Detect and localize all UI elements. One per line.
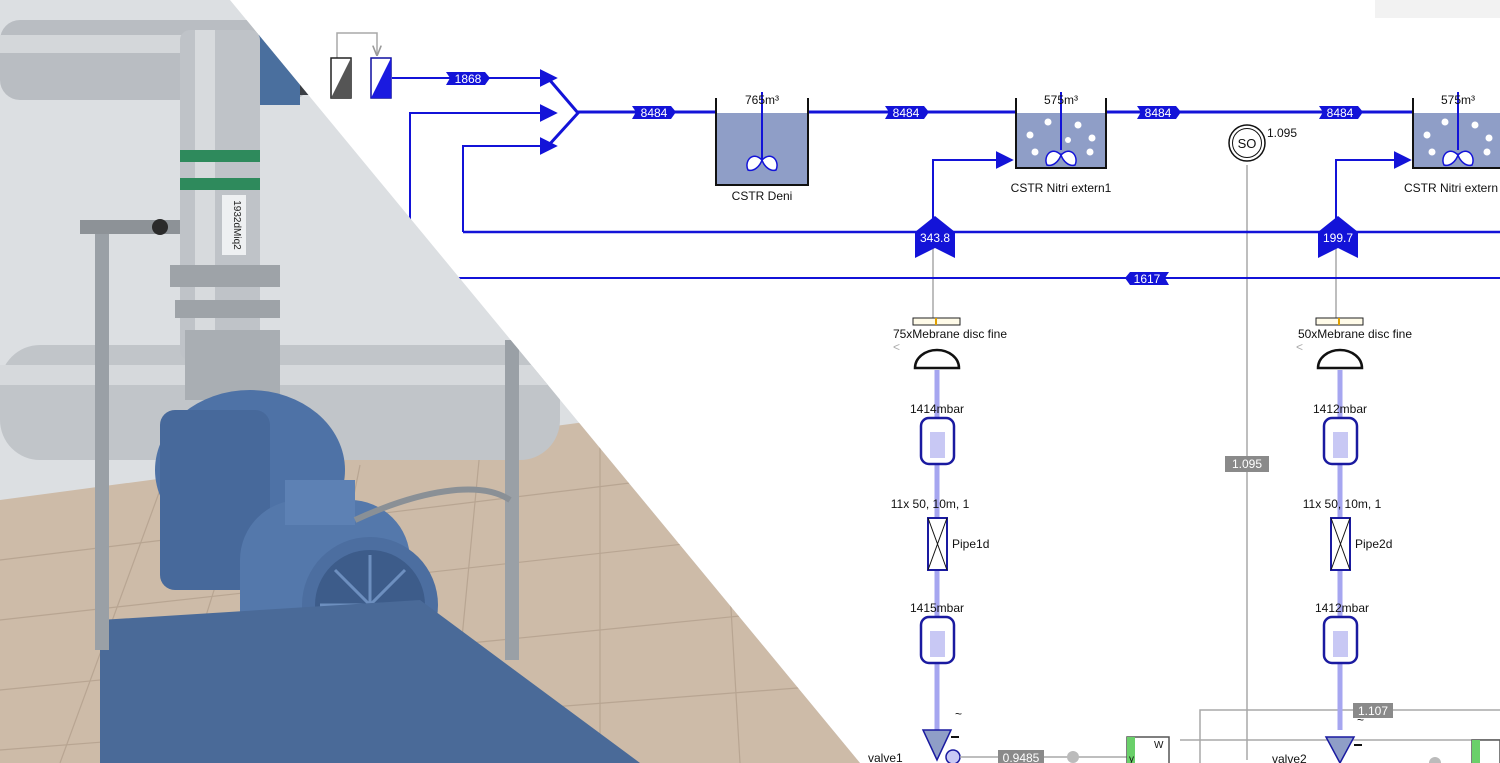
return-arrow-2: <	[1296, 340, 1303, 354]
svg-text:W: W	[1154, 740, 1164, 751]
svg-text:8484: 8484	[641, 106, 668, 120]
aeration-line-1: 75xMebrane disc fine < 1414mbar 11x 50, …	[868, 317, 1007, 763]
svg-text:8484: 8484	[1327, 106, 1354, 120]
tank-cstr-nitri-extern1[interactable]: 575m³ CSTR Nitri extern1	[1011, 92, 1112, 195]
pressure-node-2-bottom[interactable]	[1322, 615, 1359, 665]
svg-text:1.107: 1.107	[1358, 704, 1388, 718]
svg-text:y: y	[1129, 754, 1134, 763]
svg-text:1414mbar: 1414mbar	[910, 402, 964, 416]
flow-tag-recycle[interactable]: 1617	[1125, 272, 1169, 286]
svg-text:Pipe1d: Pipe1d	[952, 537, 989, 551]
diffuser-dome-1[interactable]	[913, 348, 961, 370]
svg-text:1.095: 1.095	[1232, 457, 1262, 471]
signal-readout-1-bg	[998, 750, 1044, 763]
valve-1[interactable]: ~	[921, 707, 962, 763]
svg-text:343.8: 343.8	[920, 231, 950, 245]
dosing-unit-1[interactable]	[330, 57, 352, 99]
diffuser-dome-2[interactable]	[1316, 348, 1364, 370]
air-flow-tag-1[interactable]: 343.8	[915, 216, 955, 258]
svg-text:CSTR Deni: CSTR Deni	[732, 189, 793, 203]
air-flow-tag-2[interactable]: 199.7	[1318, 216, 1358, 258]
controller-1[interactable]: W y	[1126, 736, 1170, 763]
diffuser-label-1: 75xMebrane disc fine	[893, 327, 1007, 341]
svg-text:CSTR Nitri extern1: CSTR Nitri extern1	[1011, 181, 1112, 195]
pipe-2d[interactable]	[1330, 517, 1351, 571]
svg-text:1412mbar: 1412mbar	[1315, 601, 1369, 615]
air-lines	[934, 370, 1343, 730]
pressure-node-2-top[interactable]	[1322, 416, 1359, 466]
flow-tag-main-4[interactable]: 8484	[1319, 106, 1363, 120]
pressure-node-1-top[interactable]	[919, 416, 956, 466]
svg-text:1617: 1617	[1134, 272, 1161, 286]
svg-text:valve1: valve1	[868, 751, 903, 763]
svg-text:1415mbar: 1415mbar	[910, 601, 964, 615]
so-sensor[interactable]: SO 1.095	[1228, 124, 1297, 162]
svg-text:8484: 8484	[1145, 106, 1172, 120]
svg-text:11x 50, 10m, 1: 11x 50, 10m, 1	[1303, 497, 1382, 511]
svg-text:575m³: 575m³	[1044, 93, 1078, 107]
pipe-label: 1932dMiq2	[231, 200, 242, 250]
tank-cstr-deni[interactable]: 765m³ CSTR Deni	[715, 92, 809, 203]
svg-text:CSTR Nitri extern: CSTR Nitri extern	[1404, 181, 1498, 195]
svg-text:575m³: 575m³	[1441, 93, 1475, 107]
tank-cstr-nitri-extern[interactable]: 575m³ CSTR Nitri extern	[1404, 92, 1500, 195]
svg-text:765m³: 765m³	[745, 93, 779, 107]
svg-text:8484: 8484	[893, 106, 920, 120]
valve-1-symbol: ~	[955, 707, 962, 721]
corner-panel	[1375, 0, 1500, 18]
signal-node-1[interactable]	[1067, 751, 1079, 763]
valve-2[interactable]: ~	[1324, 713, 1364, 763]
flow-tag-main-3[interactable]: 8484	[1137, 106, 1181, 120]
diffuser-label-2: 50xMebrane disc fine	[1298, 327, 1412, 341]
svg-text:1412mbar: 1412mbar	[1313, 402, 1367, 416]
flow-tag-main-1[interactable]: 8484	[632, 106, 676, 120]
svg-text:199.7: 199.7	[1323, 231, 1353, 245]
svg-text:Pipe2d: Pipe2d	[1355, 537, 1392, 551]
flowsheet: 1868 8484 8484 8484 8484 1617 343.8	[330, 32, 1500, 763]
svg-text:1868: 1868	[455, 72, 482, 86]
signal-readout-2: 1.107	[1353, 703, 1393, 718]
signal-readout-1: 0.9485	[1003, 751, 1040, 763]
aeration-line-2: 50xMebrane disc fine < 1412mbar 11x 50, …	[1272, 317, 1412, 763]
pressure-node-1-bottom[interactable]	[919, 615, 956, 665]
return-arrow-1: <	[893, 340, 900, 354]
so-readout: 1.095	[1225, 456, 1269, 472]
svg-text:1.095: 1.095	[1267, 126, 1297, 140]
controller-row: 0.9485 W y	[960, 736, 1500, 763]
signal-node-2[interactable]	[1429, 757, 1441, 763]
flow-tag-inflow[interactable]: 1868	[446, 72, 490, 86]
dosing-unit-2[interactable]	[370, 57, 392, 99]
svg-text:SO: SO	[1238, 136, 1257, 151]
valve-2-symbol: ~	[1357, 713, 1364, 727]
pipe-1d[interactable]	[927, 517, 948, 571]
svg-text:11x 50, 10m, 1: 11x 50, 10m, 1	[891, 497, 970, 511]
flow-tag-main-2[interactable]: 8484	[885, 106, 929, 120]
svg-text:valve2: valve2	[1272, 752, 1307, 763]
